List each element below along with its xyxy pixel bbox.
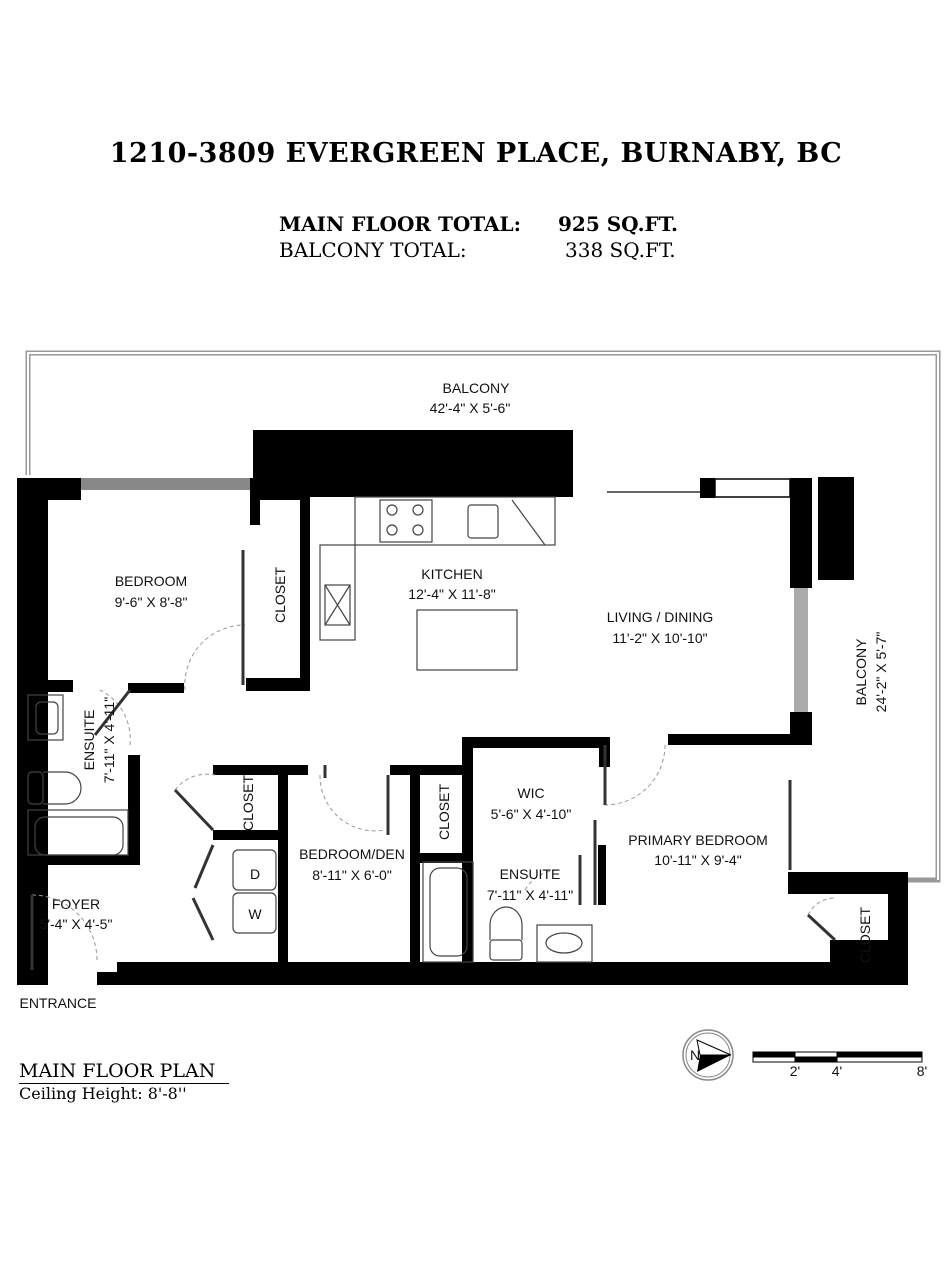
bathroom-fixtures bbox=[27, 694, 593, 963]
page-title: 1210-3809 EVERGREEN PLACE, BURNABY, BC bbox=[109, 138, 843, 169]
compass-north: N bbox=[690, 1047, 700, 1063]
closet-label: CLOSET bbox=[240, 775, 256, 831]
ceiling-height: Ceiling Height: 8'-8'' bbox=[19, 1084, 187, 1103]
dryer-label: D bbox=[250, 866, 260, 882]
foyer-label: FOYER bbox=[52, 896, 100, 912]
primary-bedroom-label: PRIMARY BEDROOM bbox=[628, 832, 768, 848]
ensuite-label: ENSUITE bbox=[500, 866, 561, 882]
total-value: 925 SQ.FT. bbox=[558, 212, 679, 236]
entrance-label: ENTRANCE bbox=[19, 995, 96, 1011]
total-label: MAIN FLOOR TOTAL: bbox=[279, 212, 522, 236]
balcony-top-label: BALCONY bbox=[443, 380, 511, 396]
closet-label: CLOSET bbox=[857, 907, 873, 963]
window bbox=[81, 478, 250, 490]
balcony-right-dims: 24'-2" X 5'-7" bbox=[873, 632, 889, 713]
closet-label: CLOSET bbox=[272, 567, 288, 623]
scale-tick: 4' bbox=[832, 1063, 842, 1079]
balcony-top-dims: 42'-4" X 5'-6" bbox=[430, 400, 511, 416]
ensuite-dims: 7'-11" X 4'-11" bbox=[101, 697, 117, 783]
closet-label: CLOSET bbox=[436, 784, 452, 840]
bedroom-dims: 9'-6" X 8'-8" bbox=[115, 594, 188, 610]
total-value: 338 SQ.FT. bbox=[565, 238, 676, 262]
scale-tick: 8' bbox=[917, 1063, 927, 1079]
window bbox=[794, 588, 808, 712]
walls bbox=[17, 430, 908, 985]
ensuite-label: ENSUITE bbox=[81, 710, 97, 771]
wic-dims: 5'-6" X 4'-10" bbox=[491, 806, 572, 822]
bedroom-den-dims: 8'-11" X 6'-0" bbox=[312, 867, 392, 883]
total-label: BALCONY TOTAL: bbox=[279, 238, 467, 262]
primary-bedroom-dims: 10'-11" X 9'-4" bbox=[654, 852, 741, 868]
kitchen-dims: 12'-4" X 11'-8" bbox=[408, 586, 495, 602]
balcony-right-label: BALCONY bbox=[853, 638, 869, 706]
scale-tick: 2' bbox=[790, 1063, 800, 1079]
compass-icon: N bbox=[682, 1029, 734, 1081]
foyer-dims: 5'-4" X 4'-5" bbox=[40, 916, 113, 932]
kitchen-counter bbox=[319, 496, 556, 671]
ensuite-dims: 7'-11" X 4'-11" bbox=[487, 887, 573, 903]
bedroom-den-label: BEDROOM/DEN bbox=[299, 846, 405, 862]
plan-title: MAIN FLOOR PLAN bbox=[19, 1060, 229, 1084]
washer-label: W bbox=[248, 906, 262, 922]
door-leaves bbox=[30, 550, 837, 970]
kitchen-label: KITCHEN bbox=[421, 566, 482, 582]
door-swings bbox=[31, 624, 836, 961]
living-label: LIVING / DINING bbox=[607, 609, 714, 625]
scale-bar bbox=[752, 1051, 923, 1063]
wic-label: WIC bbox=[517, 785, 544, 801]
bedroom-label: BEDROOM bbox=[115, 573, 187, 589]
living-dims: 11'-2" X 10'-10" bbox=[612, 630, 707, 646]
